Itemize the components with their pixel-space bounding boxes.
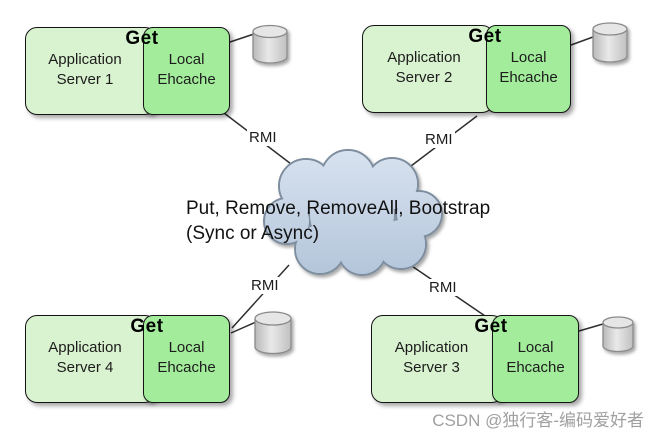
server4-disk-line <box>230 321 257 334</box>
local-ehcache-3-label: Local Ehcache <box>506 339 565 376</box>
cloud-icon <box>263 149 443 276</box>
local-ehcache-2-label: Local Ehcache <box>499 49 558 86</box>
get-label-1: Get <box>125 28 159 49</box>
rmi-label-1: RMI <box>247 129 279 146</box>
server2-disk-cylinder-icon <box>592 22 628 63</box>
server2-disk-line <box>570 36 594 46</box>
server4-rmi-line <box>231 264 290 329</box>
app-server-2-label: Application Server 2 <box>387 49 461 86</box>
rmi-label-4: RMI <box>249 277 281 294</box>
local-ehcache-3-box <box>492 315 579 403</box>
rmi-label-2: RMI <box>423 131 455 148</box>
server1-disk-cylinder-icon <box>252 24 288 64</box>
server3-disk-line <box>578 323 604 332</box>
app-server-2-box <box>362 25 494 113</box>
app-server-1-label: Application Server 1 <box>48 51 122 88</box>
local-ehcache-4-box <box>143 315 230 403</box>
local-ehcache-1-label: Local Ehcache <box>157 51 216 88</box>
get-label-4: Get <box>130 316 164 337</box>
app-server-3-label: Application Server 3 <box>394 339 469 376</box>
cloud-operations-label: Put, Remove, RemoveAll, Bootstrap (Sync … <box>186 198 491 244</box>
csdn-watermark: CSDN @独行客-编码爱好者 <box>432 411 644 430</box>
server1-disk-line <box>229 33 255 43</box>
local-ehcache-4-label: Local Ehcache <box>157 339 216 376</box>
rmi-label-3: RMI <box>427 279 459 296</box>
get-label-2: Get <box>468 26 502 47</box>
app-server-1-box <box>25 27 157 115</box>
local-ehcache-2-box <box>486 25 571 113</box>
app-server-4-label: Application Server 4 <box>48 339 122 376</box>
server3-disk-cylinder-icon <box>602 316 634 353</box>
server4-disk-cylinder-icon <box>254 311 292 355</box>
app-server-3-box <box>371 315 504 403</box>
local-ehcache-1-box <box>143 27 230 115</box>
get-label-3: Get <box>474 316 508 337</box>
